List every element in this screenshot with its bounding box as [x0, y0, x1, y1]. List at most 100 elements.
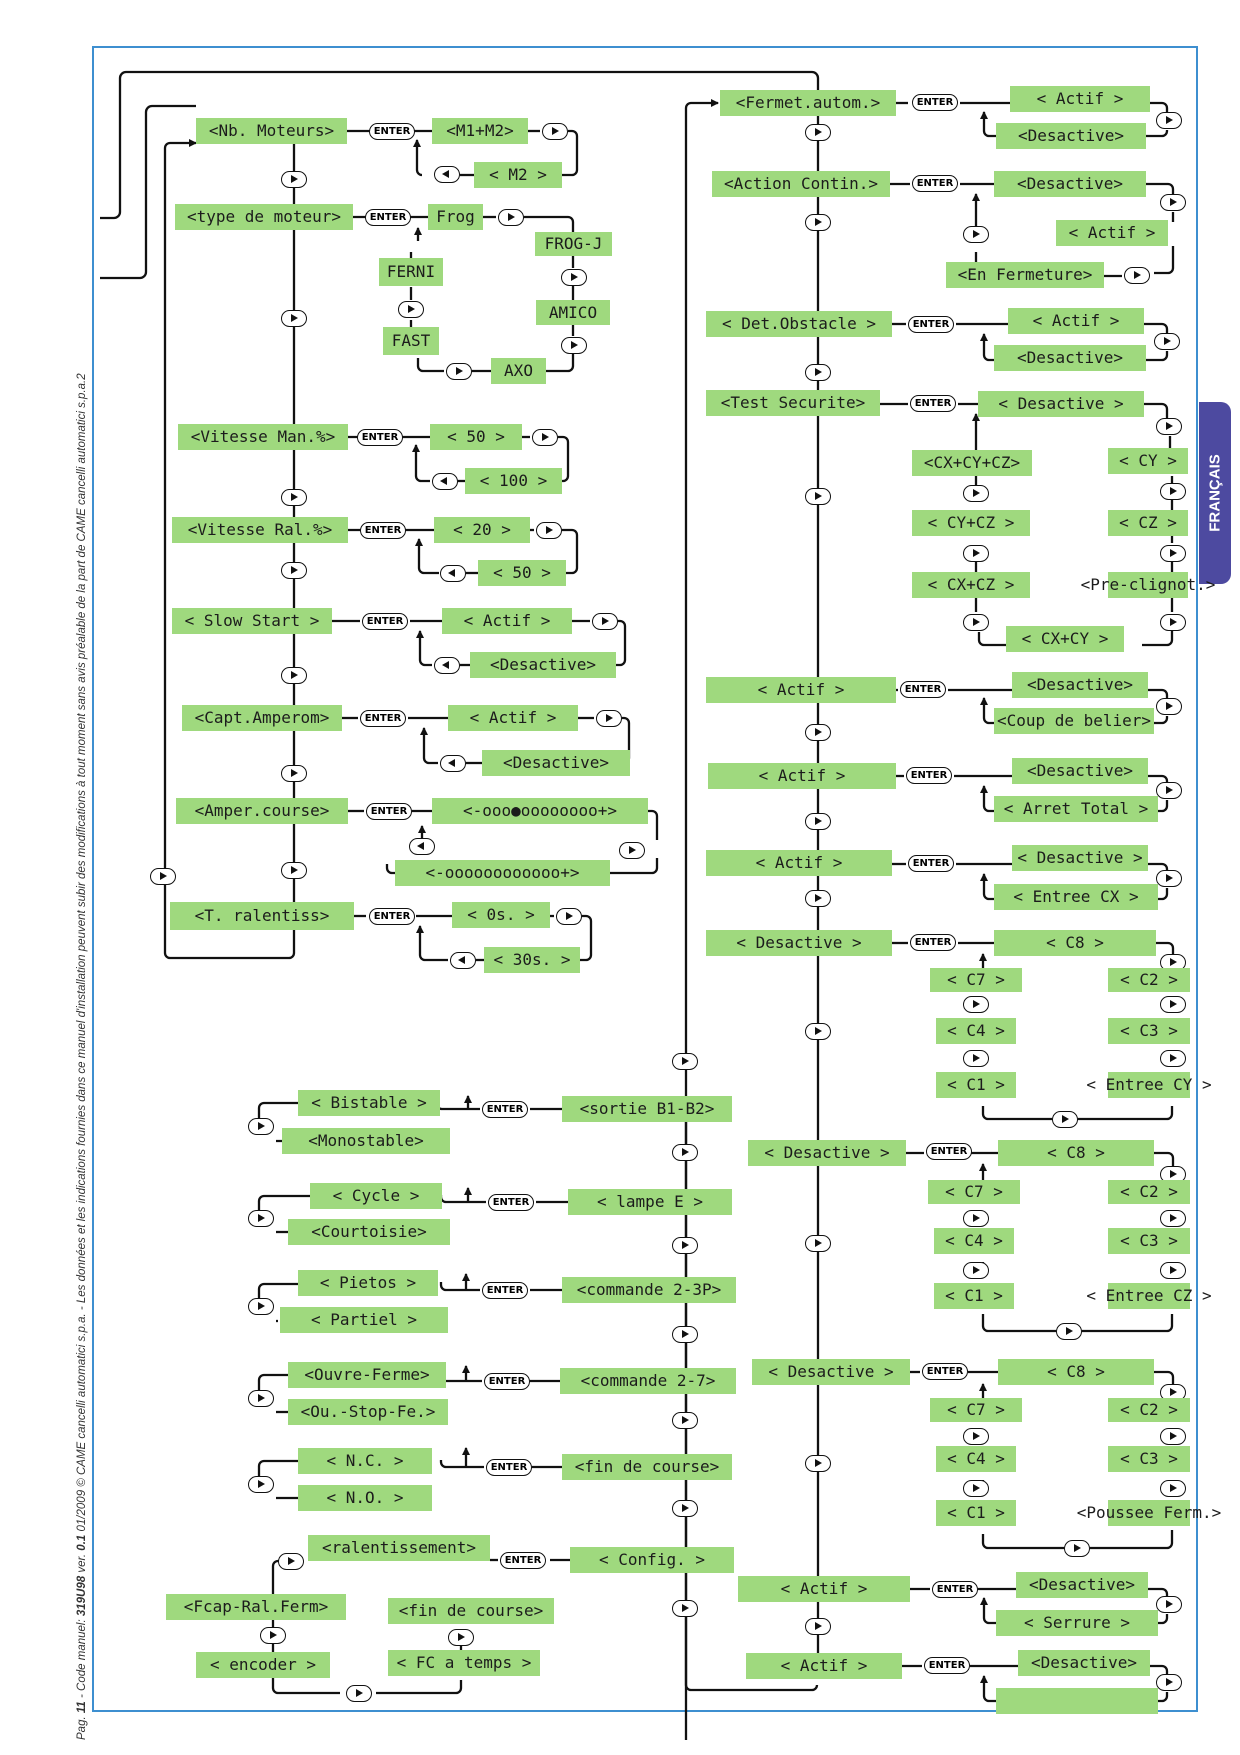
box-bistable: < Bistable > — [298, 1090, 440, 1116]
version-label: ver. — [76, 1553, 88, 1573]
enter-button: ENTER — [910, 934, 956, 951]
arrow-right-icon — [248, 1118, 274, 1135]
enter-button: ENTER — [926, 1143, 972, 1160]
box-fast: FAST — [383, 327, 439, 355]
arrow-right-icon — [1160, 1262, 1186, 1279]
box-actif: <Desactive> — [1018, 1650, 1150, 1676]
arrow-right-icon — [592, 613, 618, 630]
arrow-left-icon — [440, 565, 466, 582]
enter-button: ENTER — [360, 522, 406, 539]
arrow-right-icon — [556, 908, 582, 925]
arrow-right-icon — [1160, 996, 1186, 1013]
box-desactive: <Desactive> — [994, 171, 1146, 197]
version-number: 0.1 — [76, 1534, 88, 1551]
arrow-right-icon — [619, 842, 645, 859]
box-fin-de-course: <fin de course> — [562, 1454, 732, 1480]
box-c4: < C1 > — [936, 1072, 1016, 1098]
box-c2: < C3 > — [1108, 1018, 1190, 1044]
arrow-right-icon — [963, 1262, 989, 1279]
box-desactive: <Desactive> — [996, 123, 1146, 149]
arrow-right-icon — [260, 1627, 286, 1644]
box-c7: < C4 > — [934, 1228, 1014, 1254]
box-entree-cz: < Desactive > — [752, 1359, 910, 1385]
box-desactive: < Arret Total > — [994, 796, 1158, 822]
side-footer-text: Pag. 11 - Code manuel: 319U98 ver. 0.1 0… — [76, 373, 94, 1740]
enter-button: ENTER — [482, 1282, 528, 1299]
arrow-right-icon — [672, 1412, 698, 1429]
arrow-left-icon — [440, 755, 466, 772]
box-ouvre-ferme: <Ouvre-Ferme> — [288, 1362, 446, 1388]
box-fc-a-temps: < FC a temps > — [388, 1650, 540, 1676]
box-ralentissement: <ralentissement> — [308, 1535, 490, 1561]
enter-button: ENTER — [900, 681, 946, 698]
box-desactive: < Serrure > — [996, 1610, 1158, 1636]
box-actif: <Desactive> — [1016, 1572, 1148, 1598]
box-coup-de-belier: < Actif > — [708, 763, 896, 789]
box-commande-2-3p: <commande 2-3P> — [562, 1277, 736, 1303]
box-actif: < Actif > — [448, 705, 578, 731]
box-c3: <Poussee Ferm.> — [1077, 1500, 1221, 1526]
arrow-right-icon — [963, 1050, 989, 1067]
arrow-right-icon — [561, 269, 587, 286]
arrow-left-icon — [434, 166, 460, 183]
box-c2: < C3 > — [1108, 1228, 1190, 1254]
manual-code: 319U98 — [76, 1575, 88, 1617]
arrow-right-icon — [561, 337, 587, 354]
box-entree-cx: < Desactive > — [706, 930, 892, 956]
box-ferni: FERNI — [379, 258, 443, 286]
box-commande-2-7: <commande 2-7> — [560, 1368, 736, 1394]
arrow-right-icon — [542, 123, 568, 140]
enter-button: ENTER — [486, 1459, 532, 1476]
arrow-right-icon — [963, 1210, 989, 1227]
arrow-right-icon — [1160, 1210, 1186, 1227]
code-label: - Code manuel: — [76, 1619, 88, 1698]
box-en-fermeture: <En Fermeture> — [946, 262, 1104, 288]
arrow-right-icon — [281, 489, 307, 506]
arrow-right-icon — [1124, 267, 1150, 284]
arrow-right-icon — [805, 364, 831, 381]
arrow-right-icon — [248, 1390, 274, 1407]
box-cx-cy: < CX+CY > — [1006, 626, 1124, 652]
box-fcap-ral-ferm: <Fcap-Ral.Ferm> — [166, 1594, 346, 1620]
arrow-right-icon — [281, 310, 307, 327]
box-axo: AXO — [491, 358, 546, 384]
box-desactive: <Desactive> — [482, 750, 630, 776]
arrow-right-icon — [1056, 1323, 1082, 1340]
box-c3: < Entree CY > — [1086, 1072, 1212, 1098]
box-cx-cy-cz: <CX+CY+CZ> — [912, 450, 1032, 476]
box-fin-de-course-2: <fin de course> — [388, 1598, 554, 1624]
arrow-right-icon — [448, 1629, 474, 1646]
box-c1: < C2 > — [1108, 968, 1190, 992]
enter-button: ENTER — [910, 395, 956, 412]
arrow-right-icon — [278, 1553, 304, 1570]
box-nb-moteurs: <Nb. Moteurs> — [196, 118, 347, 144]
box-desactive — [996, 1688, 1158, 1714]
enter-button: ENTER — [922, 1363, 968, 1380]
box-actif: < Desactive > — [1012, 845, 1148, 871]
box-test-securite: <Test Securite> — [706, 390, 880, 416]
enter-button: ENTER — [484, 1373, 530, 1390]
box-desactive: <Desactive> — [994, 345, 1146, 371]
box-actif: < Actif > — [1056, 220, 1168, 246]
enter-button: ENTER — [369, 908, 415, 925]
arrow-right-icon — [1156, 782, 1182, 799]
arrow-right-icon — [963, 1480, 989, 1497]
box-cy-cz: < CY+CZ > — [912, 510, 1030, 536]
arrow-right-icon — [1160, 545, 1186, 562]
box-c1: < C2 > — [1108, 1180, 1190, 1204]
box-actif: < Actif > — [1008, 308, 1144, 334]
arrow-right-icon — [1156, 698, 1182, 715]
box-cx-cz: < CX+CZ > — [912, 572, 1030, 598]
box-serrure: < Actif > — [746, 1653, 902, 1679]
language-label: FRANÇAIS — [1206, 454, 1224, 532]
arrow-right-icon — [248, 1298, 274, 1315]
box-c8: < C7 > — [930, 968, 1022, 992]
arrow-right-icon — [596, 710, 622, 727]
enter-button: ENTER — [908, 855, 954, 872]
arrow-right-icon — [805, 890, 831, 907]
box-type-de-moteur: <type de moteur> — [175, 204, 353, 230]
arrow-right-icon — [672, 1326, 698, 1343]
arrow-right-icon — [281, 667, 307, 684]
box-c4: < C1 > — [936, 1500, 1016, 1526]
enter-button: ENTER — [912, 175, 958, 192]
